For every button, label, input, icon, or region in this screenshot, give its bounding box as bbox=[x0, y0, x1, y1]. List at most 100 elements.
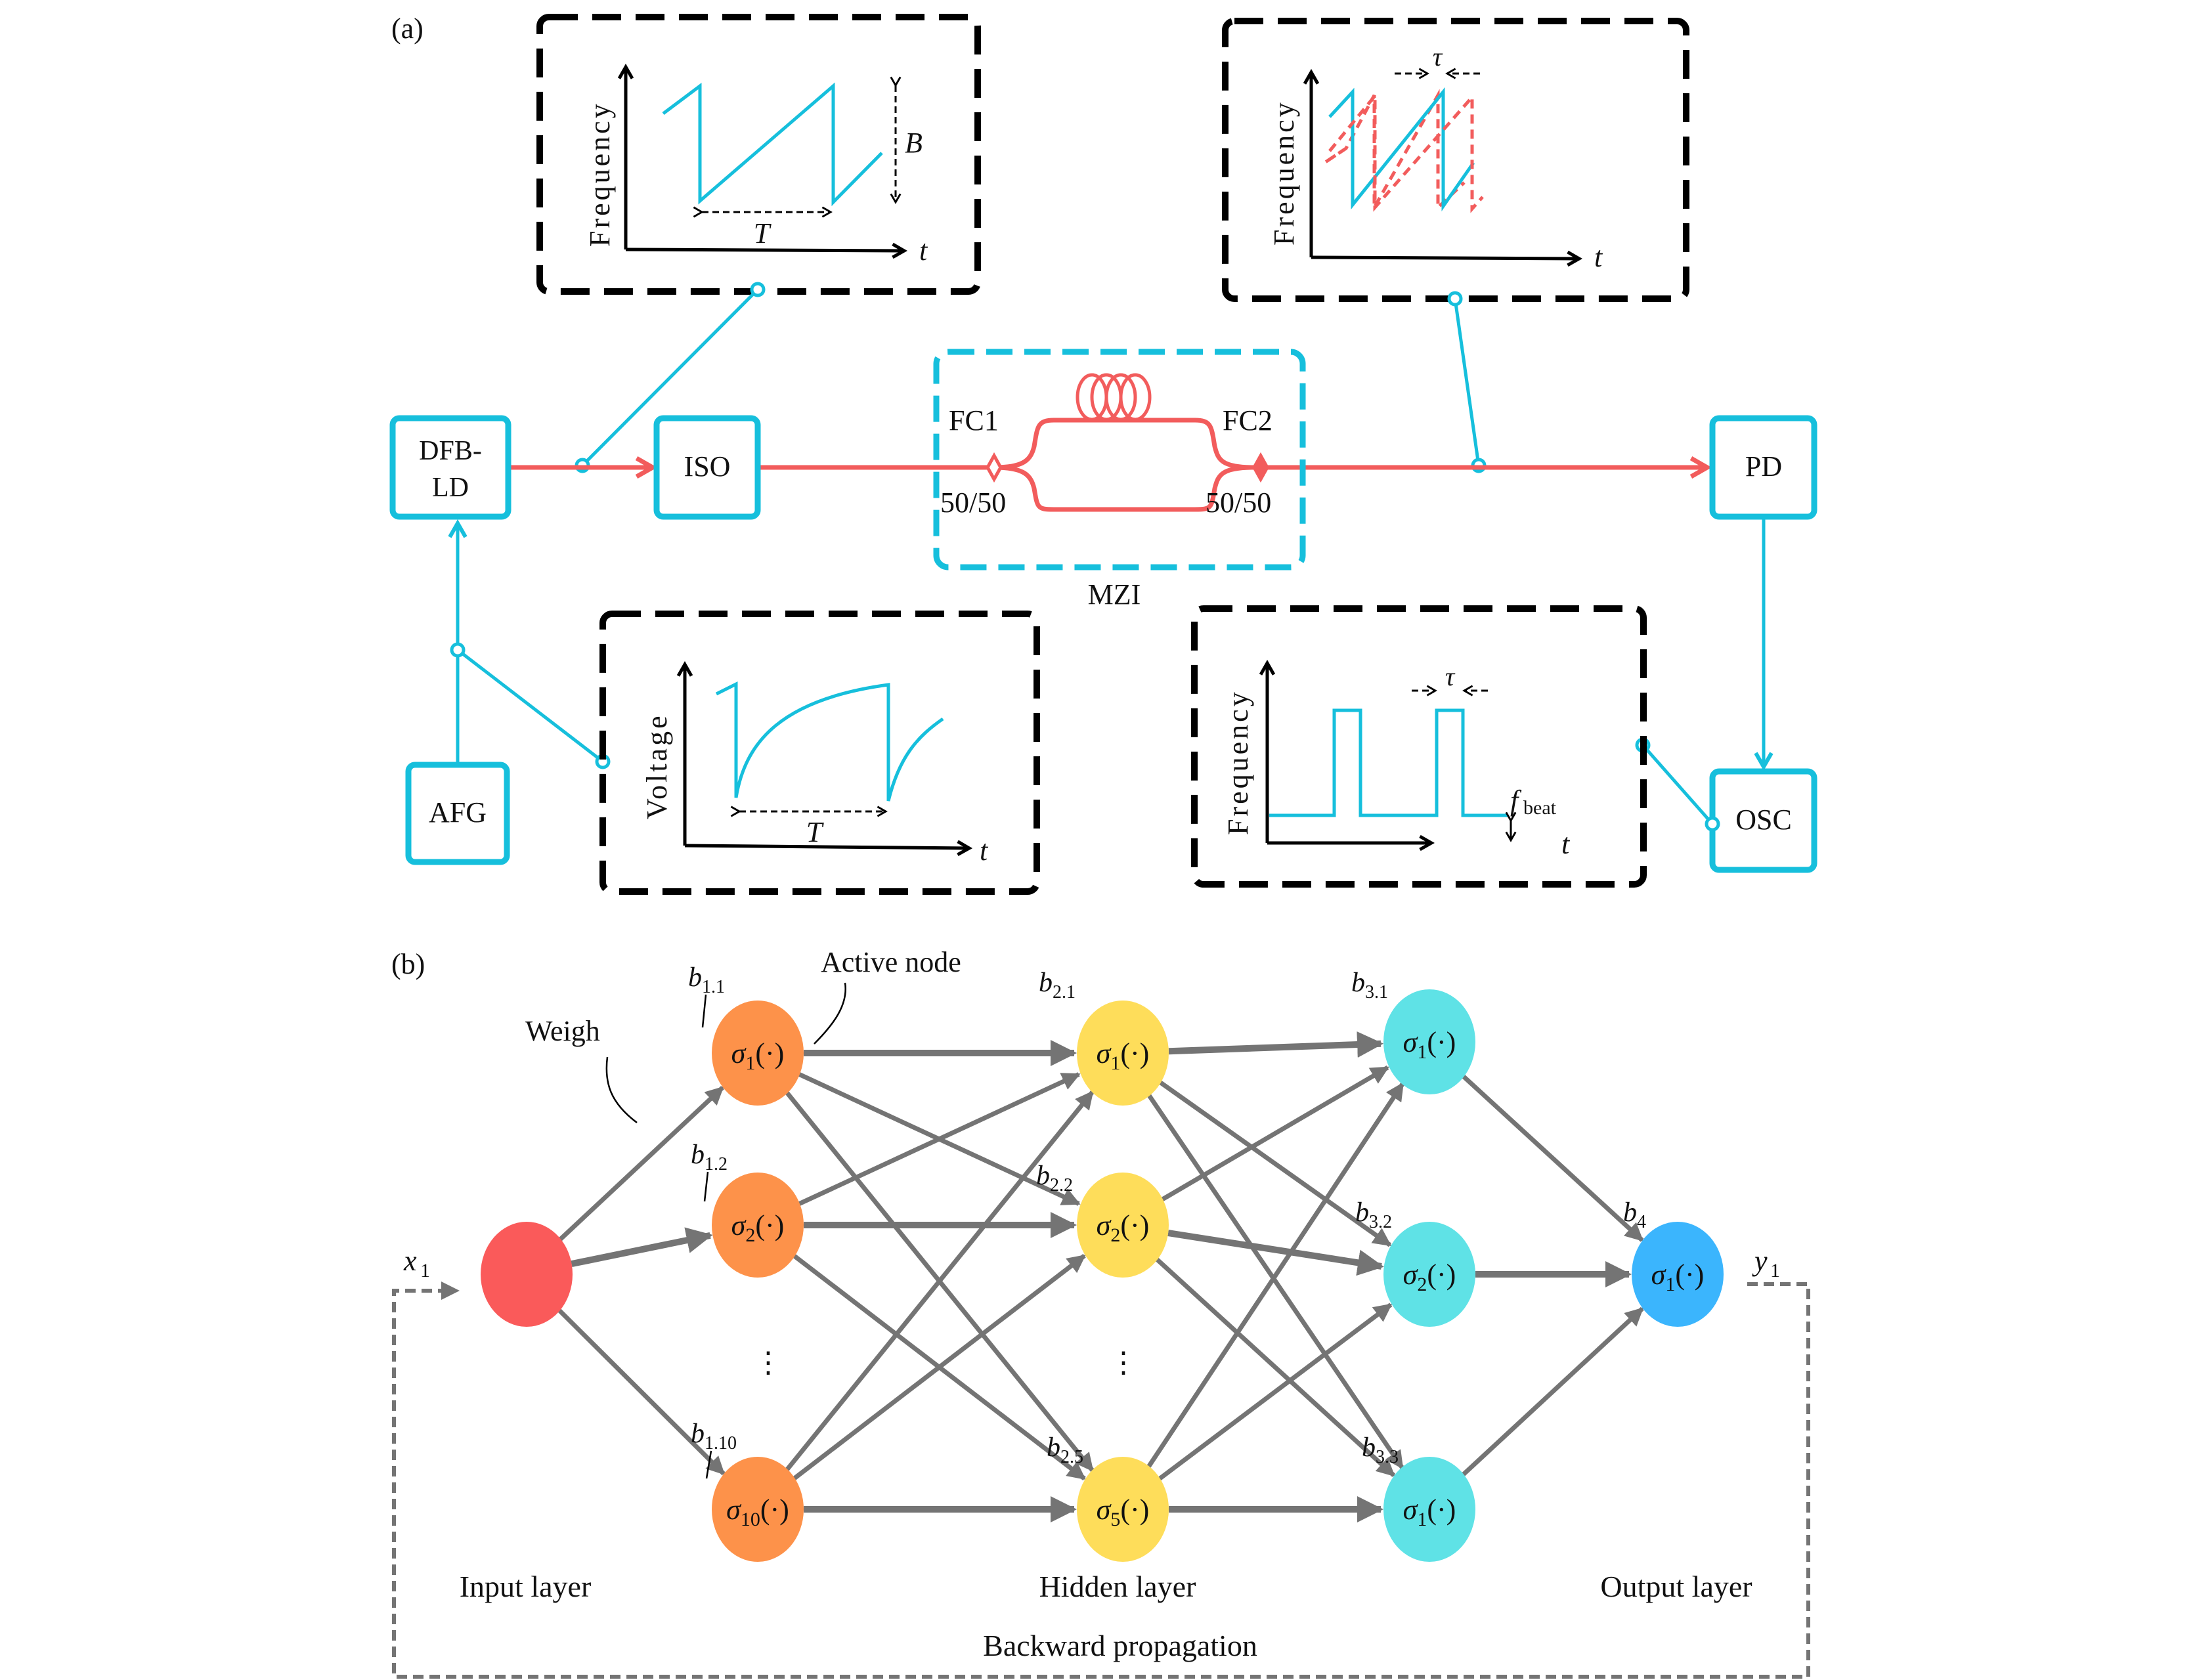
hidden-layer-label: Hidden layer bbox=[1039, 1570, 1196, 1603]
dfb-ld-box: DFB- LD bbox=[389, 415, 511, 520]
x-axis bbox=[625, 242, 908, 259]
edge-input-to-l1-3 bbox=[557, 1308, 726, 1476]
bias-label: b2.1 bbox=[1039, 968, 1076, 1002]
node-circle bbox=[1383, 1457, 1475, 1562]
bias-pointer bbox=[703, 1171, 709, 1202]
coupler-fc2-icon bbox=[1252, 452, 1269, 483]
x-axis-label: t bbox=[980, 834, 989, 867]
tap-line-output bbox=[1453, 298, 1481, 466]
edge-l2-1-to-l3-1 bbox=[1168, 1031, 1384, 1058]
fc2-ratio-label: 50/50 bbox=[1206, 486, 1271, 519]
period-label: T bbox=[806, 816, 825, 848]
activation-label: σ2(·) bbox=[1403, 1259, 1456, 1295]
tap-point-icon bbox=[750, 282, 766, 297]
y-axis-label: Frequency bbox=[584, 101, 616, 247]
backward-propagation-label: Backward propagation bbox=[983, 1629, 1257, 1662]
inset-delayed-frequency: τ t Frequency bbox=[1222, 18, 1689, 302]
bias-label: b3.2 bbox=[1355, 1197, 1392, 1232]
pd-label: PD bbox=[1745, 450, 1782, 483]
activation-label: σ10(·) bbox=[726, 1494, 789, 1530]
y-axis-label: Frequency bbox=[1222, 689, 1254, 835]
bias-label: b4 bbox=[1623, 1197, 1646, 1232]
edge-l1-3-to-l2-2 bbox=[793, 1253, 1086, 1481]
bandwidth-label: B bbox=[905, 127, 923, 159]
input-node bbox=[481, 1222, 573, 1327]
activation-label: σ2(·) bbox=[731, 1209, 785, 1246]
osc-box: OSC bbox=[1709, 768, 1817, 873]
fbeat-subscript: beat bbox=[1523, 797, 1557, 819]
bias-label: b2.5 bbox=[1047, 1432, 1083, 1467]
tap-point-icon bbox=[1447, 291, 1463, 307]
voltage-signal bbox=[715, 681, 944, 802]
tap-line-laser bbox=[581, 288, 759, 467]
tap-point-icon bbox=[1705, 816, 1720, 832]
edge-l2-3-to-l3-1 bbox=[1146, 1082, 1405, 1469]
fc1-label: FC1 bbox=[949, 404, 999, 437]
weigh-annotation: Weigh bbox=[525, 1015, 600, 1047]
activation-label: σ1(·) bbox=[1403, 1026, 1456, 1063]
node-circle bbox=[1632, 1222, 1724, 1327]
node-circle bbox=[1383, 989, 1475, 1094]
x-axis bbox=[684, 840, 973, 857]
dfb-ld-label-line1: DFB- bbox=[419, 436, 482, 466]
layer3-node-2: σ2(·) b3.2 bbox=[1355, 1197, 1475, 1327]
layer3-node-1: σ1(·) b3.1 bbox=[1351, 968, 1475, 1094]
tap-point-icon bbox=[450, 642, 466, 658]
inset-border bbox=[599, 611, 1040, 895]
afg-box: AFG bbox=[405, 762, 510, 865]
beat-signal bbox=[1269, 708, 1508, 817]
x-axis-label: t bbox=[919, 234, 928, 267]
input-subscript: 1 bbox=[420, 1260, 430, 1282]
activation-label: σ2(·) bbox=[1097, 1209, 1150, 1246]
loop-arrowhead-icon bbox=[441, 1282, 460, 1300]
edge-l2-3-to-l3-2 bbox=[1158, 1303, 1393, 1481]
layer3-node-3: σ1(·)b3.3 bbox=[1362, 1432, 1475, 1562]
edge-input-to-l1-1 bbox=[558, 1086, 724, 1241]
node-circle bbox=[712, 1173, 804, 1278]
mzi-lower-arm bbox=[994, 465, 1255, 512]
delay-label: τ bbox=[1433, 42, 1443, 72]
bias-label: b1.2 bbox=[691, 1140, 728, 1174]
inset-beat-frequency: τ f beat t Frequency bbox=[1191, 605, 1647, 888]
inset-border bbox=[1191, 605, 1647, 888]
edge-l2-1-to-l3-3 bbox=[1146, 1093, 1404, 1470]
iso-box: ISO bbox=[653, 415, 761, 520]
output-y1-label: y 1 bbox=[1752, 1245, 1780, 1282]
panel-b-label: (b) bbox=[391, 948, 425, 980]
edge-input-to-l1-2 bbox=[571, 1227, 713, 1268]
x-axis bbox=[1311, 250, 1583, 267]
layer1-node-1: σ1(·)b1.1 bbox=[688, 962, 804, 1106]
layer2-ellipsis: ⋮ bbox=[1109, 1346, 1138, 1379]
active-node-annotation: Active node bbox=[821, 946, 961, 978]
output-subscript: 1 bbox=[1770, 1260, 1780, 1282]
fiber-coil-icon bbox=[1076, 373, 1152, 421]
edge-l2-2-to-l3-2 bbox=[1167, 1230, 1384, 1276]
tap-line-beat bbox=[1642, 744, 1714, 825]
activation-label: σ5(·) bbox=[1097, 1494, 1150, 1530]
node-circle bbox=[712, 1001, 804, 1106]
fc2-label: FC2 bbox=[1223, 404, 1273, 437]
osc-label: OSC bbox=[1735, 804, 1792, 836]
bias-pointer bbox=[701, 994, 707, 1028]
input-layer-label: Input layer bbox=[460, 1570, 592, 1603]
inset-border bbox=[1222, 18, 1689, 302]
weigh-pointer bbox=[605, 1056, 638, 1123]
dfb-ld-label-line2: LD bbox=[432, 473, 469, 503]
bias-label: b3.1 bbox=[1351, 968, 1388, 1002]
pd-box: PD bbox=[1709, 415, 1817, 520]
bias-pointer bbox=[705, 1450, 712, 1479]
edge-l3-3-to-output bbox=[1461, 1306, 1644, 1477]
output-node: σ1(·)b4 bbox=[1623, 1197, 1724, 1327]
input-x1-label: x 1 bbox=[403, 1245, 430, 1282]
node-circle bbox=[1077, 1001, 1169, 1106]
node-circle bbox=[1077, 1173, 1169, 1278]
iso-label: ISO bbox=[684, 450, 731, 483]
backward-propagation-loop bbox=[392, 1282, 1810, 1679]
delay-label: τ bbox=[1445, 662, 1456, 691]
edge-l1-2-to-l2-1 bbox=[798, 1072, 1081, 1206]
activation-label: σ1(·) bbox=[1403, 1494, 1456, 1530]
y-axis-label: Frequency bbox=[1268, 100, 1300, 246]
activation-label: σ1(·) bbox=[1097, 1037, 1150, 1074]
tap-line-voltage bbox=[456, 649, 604, 763]
layer1-ellipsis: ⋮ bbox=[754, 1346, 783, 1379]
